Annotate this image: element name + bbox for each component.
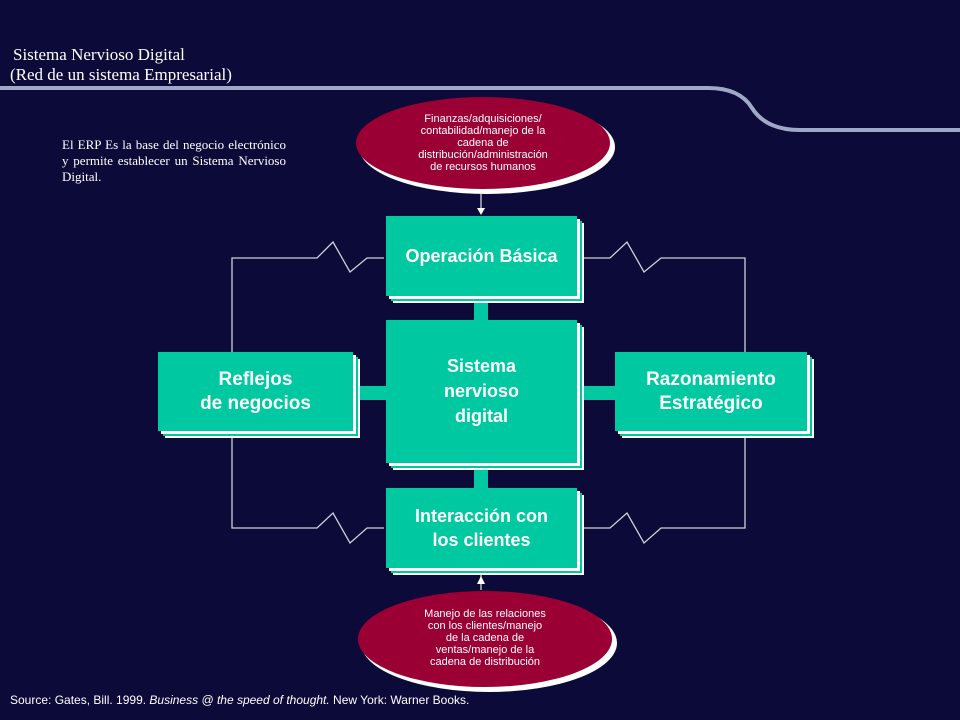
box-operacion-basica: Operación Básica [386, 216, 577, 296]
top-ellipse-label: Finanzas/adquisiciones/ contabilidad/man… [418, 113, 548, 173]
connector-lines [231, 194, 746, 590]
bar-center-bottom [474, 462, 488, 490]
box-interaccion: Interacción con los clientes [386, 488, 577, 568]
box-razonamiento-label: Razonamiento Estratégico [646, 368, 776, 414]
bar-left-center [354, 386, 387, 400]
source-title: Business @ the speed of thought. [149, 693, 330, 707]
box-operacion-basica-label: Operación Básica [405, 245, 558, 266]
top-right-connector [580, 240, 746, 355]
connector-bars [354, 296, 618, 490]
box-sistema-nervioso-label: Sistema nervioso digital [443, 356, 520, 426]
box-interaccion-label: Interacción con los clientes [414, 506, 549, 550]
bottom-ellipse-shape [358, 591, 617, 692]
source-suffix: New York: Warner Books. [329, 693, 470, 707]
box-razonamiento: Razonamiento Estratégico [615, 352, 807, 431]
intro-paragraph: El ERP Es la base del negocio electrónic… [62, 137, 286, 184]
source-prefix: Source: Gates, Bill. 1999. [10, 693, 150, 707]
source-citation: Source: Gates, Bill. 1999. Business @ th… [10, 693, 469, 707]
bottom-right-connector [580, 435, 746, 545]
top-ellipse-shape [356, 97, 615, 194]
box-sistema-nervioso: Sistema nervioso digital [386, 320, 577, 463]
bar-top-center [474, 296, 488, 322]
top-left-connector [231, 240, 384, 355]
bottom-arrow-head [477, 576, 485, 584]
bar-center-right [578, 386, 618, 400]
slide-title-line2: (Red de un sistema Empresarial) [10, 65, 232, 84]
bottom-ellipse-label: Manejo de las relaciones con los cliente… [424, 608, 546, 668]
header-curve-line [0, 86, 960, 132]
bottom-left-connector [231, 435, 384, 545]
slide-title-line1: Sistema Nervioso Digital [13, 45, 185, 64]
top-arrow-head [477, 208, 485, 215]
box-reflejos-label: Reflejos de negocios [200, 368, 311, 414]
box-reflejos: Reflejos de negocios [158, 352, 353, 431]
